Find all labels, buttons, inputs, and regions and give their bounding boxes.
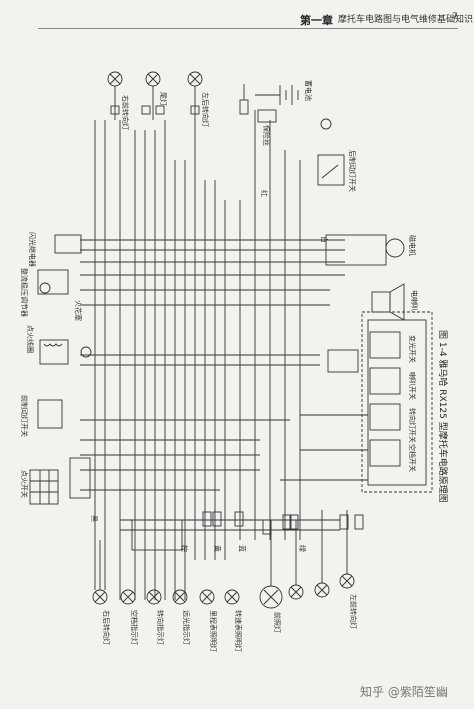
wire-label-green: 绿: [298, 545, 307, 552]
label-rear-brake-switch: 后制动灯开关: [348, 150, 357, 192]
wire-label-black: 黑: [90, 515, 98, 522]
label-tachometer-light: 转速表照明灯: [234, 610, 243, 652]
label-horn: 电喇叭: [410, 290, 419, 311]
wire-label-blue: 蓝: [238, 545, 247, 552]
label-flasher: 闪光继电器: [28, 232, 37, 267]
label-neutral-indicator: 空档指示灯: [130, 610, 139, 645]
label-high-beam-indicator: 远光指示灯: [182, 610, 191, 645]
label-spark-plug: 火花塞: [74, 300, 83, 321]
label-turn-indicator: 转向指示灯: [156, 610, 165, 645]
label-tail-light: 尾灯: [159, 92, 168, 106]
label-left-turn-rear: 左后转向灯: [201, 92, 210, 127]
wire-label-white: 白: [320, 236, 329, 243]
page-number: 7: [452, 12, 458, 22]
label-dimmer-switch: 变光开关: [408, 335, 417, 363]
page-header: 第一章 摩托车电路图与电气维修基础知识 7: [0, 0, 474, 30]
label-voltage-regulator: 整流稳压调节器: [20, 268, 29, 317]
wire-label-yellow: 黄: [213, 545, 222, 552]
wire-label-red: 红: [260, 190, 269, 197]
label-neutral-switch: 空档开关: [408, 444, 417, 472]
label-front-brake-switch: 前制动灯开关: [20, 395, 29, 437]
label-magneto: 磁电机: [408, 235, 417, 256]
watermark: 知乎 @紫陌笙幽: [360, 685, 448, 699]
label-ignition-coil: 点火线圈: [26, 325, 35, 353]
chapter-title: 摩托车电路图与电气维修基础知识: [338, 15, 474, 25]
header-rule: [38, 28, 458, 29]
label-turn-switch: 转向灯开关: [408, 408, 417, 443]
figure-caption: 图 1-4 雅马哈 RX125 型摩托车电路原理图: [437, 330, 449, 503]
label-right-turn-front: 右前转向灯: [121, 95, 130, 130]
label-right-turn-rear: 右后转向灯: [102, 610, 111, 645]
label-speedometer-light: 里程表照明灯: [209, 610, 218, 652]
label-headlight: 前照灯: [273, 612, 282, 633]
chapter-label: 第一章: [300, 14, 333, 27]
label-ignition-switch: 点火开关: [20, 470, 29, 498]
label-fuse: 保险丝: [262, 125, 271, 146]
wire-label-brown: 棕: [180, 545, 189, 552]
label-battery: 蓄电池: [304, 80, 313, 101]
label-horn-switch: 喇叭开关: [408, 372, 417, 400]
label-left-front-turn: 左前转向灯: [349, 594, 358, 629]
